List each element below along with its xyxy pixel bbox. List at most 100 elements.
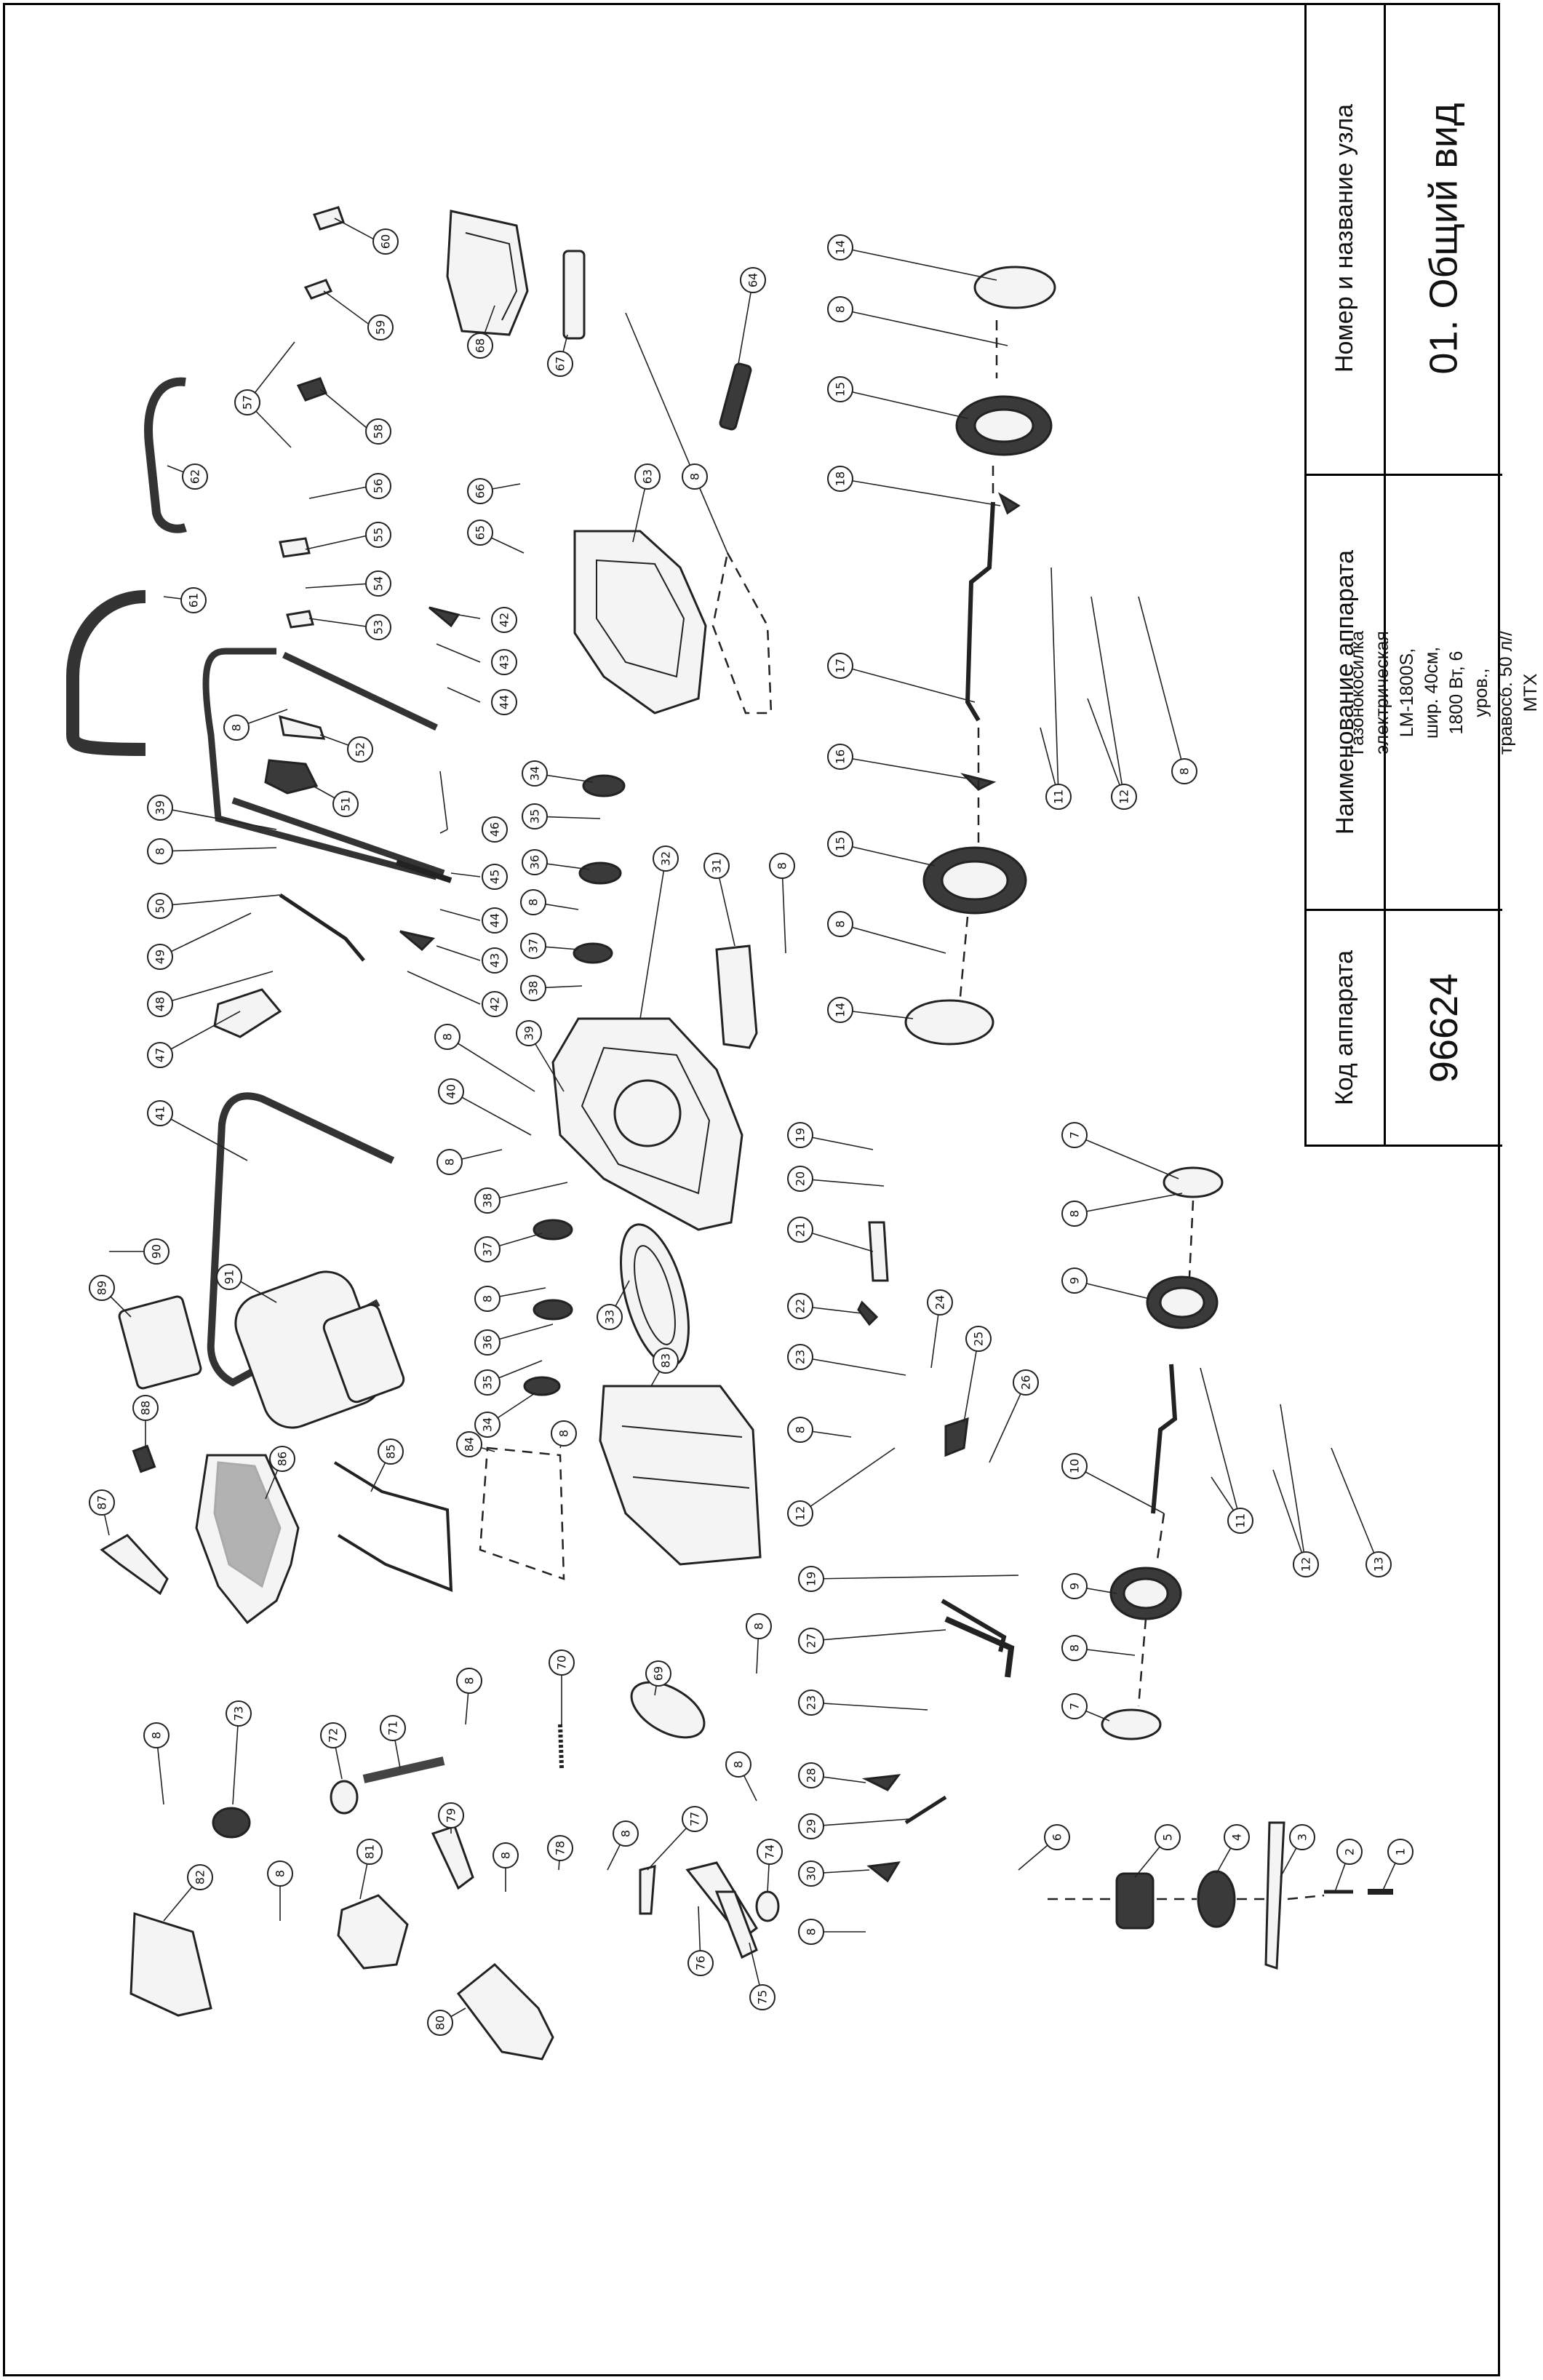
- svg-text:78: 78: [554, 1841, 567, 1855]
- callout-75: 75: [749, 1984, 776, 2010]
- callout-83: 83: [653, 1348, 679, 1374]
- callout-8: 8: [551, 1420, 577, 1446]
- callout-15: 15: [827, 376, 853, 402]
- callout-28: 28: [798, 1762, 824, 1788]
- callout-17: 17: [827, 653, 853, 679]
- svg-text:6: 6: [1050, 1834, 1064, 1841]
- callout-47: 47: [147, 1042, 173, 1068]
- callout-37: 37: [474, 1236, 501, 1262]
- svg-text:38: 38: [481, 1193, 495, 1208]
- svg-text:43: 43: [498, 655, 511, 669]
- callout-8: 8: [787, 1417, 813, 1443]
- svg-text:81: 81: [363, 1844, 377, 1859]
- callout-15: 15: [827, 831, 853, 857]
- callout-86: 86: [269, 1446, 295, 1472]
- callout-24: 24: [927, 1289, 953, 1316]
- callout-41: 41: [147, 1100, 173, 1126]
- node-header: Номер и название узла: [1331, 103, 1359, 373]
- code-value: 96624: [1422, 973, 1466, 1083]
- svg-text:49: 49: [153, 950, 167, 964]
- svg-text:8: 8: [499, 1852, 513, 1859]
- callout-36: 36: [522, 849, 548, 875]
- callout-8: 8: [1171, 758, 1197, 784]
- callout-79: 79: [438, 1802, 464, 1828]
- svg-text:77: 77: [688, 1812, 702, 1826]
- node-value: 01. Общий вид: [1422, 102, 1466, 375]
- callout-13: 13: [1365, 1551, 1392, 1577]
- svg-text:8: 8: [805, 1928, 818, 1935]
- callout-44: 44: [482, 907, 508, 934]
- svg-text:31: 31: [710, 859, 724, 873]
- callout-14: 14: [827, 234, 853, 260]
- svg-text:11: 11: [1234, 1513, 1248, 1528]
- svg-text:33: 33: [603, 1310, 617, 1324]
- callout-38: 38: [520, 975, 546, 1001]
- callout-8: 8: [267, 1860, 293, 1887]
- svg-text:34: 34: [481, 1417, 495, 1432]
- callout-12: 12: [787, 1500, 813, 1527]
- callout-10: 10: [1061, 1453, 1088, 1479]
- callout-1: 1: [1387, 1839, 1414, 1865]
- svg-text:59: 59: [374, 320, 388, 335]
- svg-text:8: 8: [776, 862, 789, 869]
- svg-text:35: 35: [528, 809, 542, 824]
- callout-54: 54: [365, 570, 391, 597]
- svg-text:56: 56: [372, 479, 386, 493]
- svg-text:48: 48: [153, 997, 167, 1011]
- svg-text:9: 9: [1068, 1277, 1082, 1284]
- svg-text:38: 38: [527, 981, 541, 995]
- callout-8: 8: [682, 463, 708, 490]
- svg-text:2: 2: [1343, 1848, 1357, 1855]
- callout-35: 35: [474, 1369, 501, 1396]
- svg-text:39: 39: [522, 1026, 536, 1040]
- name-value-cell: Газонокосилка электрическая LM-1800S, ши…: [1347, 476, 1541, 909]
- svg-text:8: 8: [443, 1158, 457, 1166]
- callout-78: 78: [547, 1835, 573, 1861]
- callout-8: 8: [434, 1024, 460, 1050]
- callout-48: 48: [147, 991, 173, 1017]
- svg-text:13: 13: [1372, 1557, 1386, 1572]
- svg-text:74: 74: [763, 1844, 777, 1859]
- svg-text:25: 25: [972, 1332, 986, 1346]
- svg-text:19: 19: [794, 1128, 808, 1142]
- svg-text:36: 36: [481, 1335, 495, 1350]
- svg-text:86: 86: [276, 1452, 290, 1466]
- callout-68: 68: [467, 333, 493, 359]
- callout-63: 63: [634, 463, 661, 490]
- callout-8: 8: [1061, 1201, 1088, 1227]
- title-block-row-divider: [1307, 909, 1502, 911]
- svg-text:70: 70: [555, 1655, 569, 1670]
- callout-11: 11: [1227, 1508, 1253, 1534]
- callout-62: 62: [182, 463, 208, 490]
- callout-8: 8: [613, 1820, 639, 1847]
- drawing-frame: [3, 3, 1500, 2376]
- callout-19: 19: [787, 1122, 813, 1148]
- callout-8: 8: [827, 296, 853, 322]
- svg-text:8: 8: [834, 920, 848, 928]
- callout-8: 8: [798, 1919, 824, 1945]
- callout-34: 34: [474, 1412, 501, 1438]
- callout-21: 21: [787, 1217, 813, 1243]
- svg-text:64: 64: [746, 273, 760, 287]
- svg-text:8: 8: [794, 1426, 808, 1433]
- callout-3: 3: [1289, 1824, 1315, 1850]
- svg-text:8: 8: [834, 306, 848, 313]
- callout-18: 18: [827, 466, 853, 492]
- svg-text:36: 36: [528, 855, 542, 869]
- callout-6: 6: [1044, 1824, 1070, 1850]
- svg-text:8: 8: [230, 724, 244, 731]
- svg-text:37: 37: [481, 1242, 495, 1257]
- svg-text:73: 73: [232, 1706, 246, 1721]
- callout-76: 76: [687, 1950, 714, 1976]
- callout-8: 8: [147, 838, 173, 864]
- callout-8: 8: [456, 1668, 482, 1694]
- callout-26: 26: [1013, 1369, 1039, 1396]
- callout-39: 39: [147, 795, 173, 821]
- callout-30: 30: [798, 1860, 824, 1887]
- svg-text:8: 8: [1068, 1210, 1082, 1217]
- title-block: Номер и название узла 01. Общий вид Наим…: [1304, 3, 1541, 1147]
- svg-text:44: 44: [488, 913, 502, 928]
- callout-2: 2: [1336, 1839, 1363, 1865]
- svg-text:40: 40: [444, 1084, 458, 1099]
- callout-50: 50: [147, 893, 173, 919]
